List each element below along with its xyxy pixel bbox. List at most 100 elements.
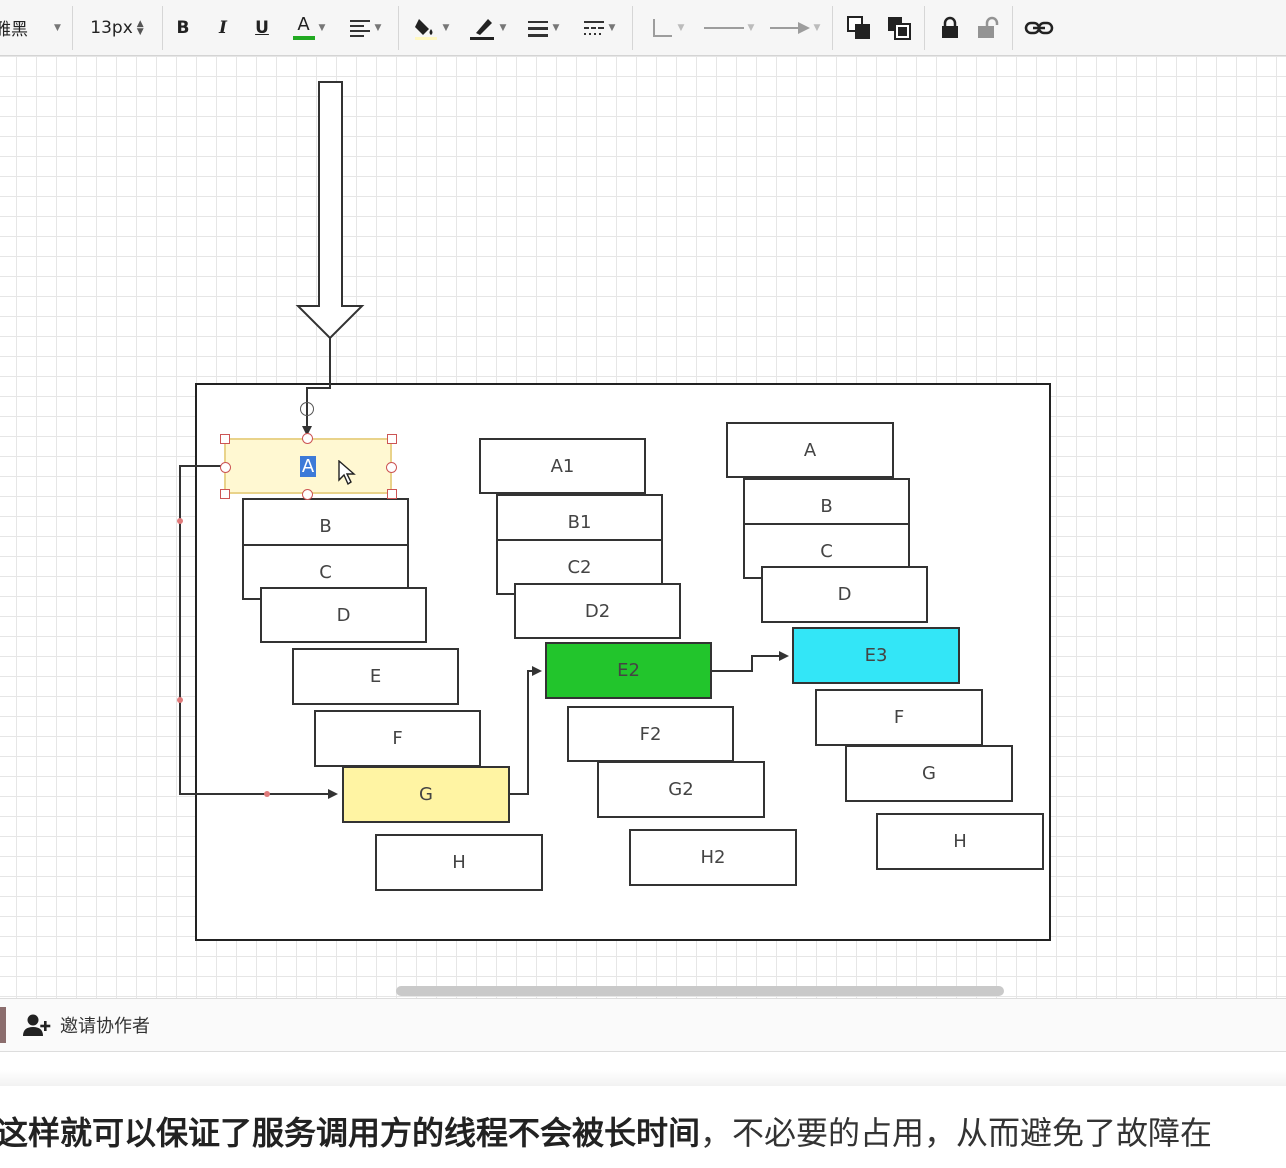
node-e3[interactable]: E3 [792,627,960,684]
node-a-col3[interactable]: A [726,422,894,478]
font-family-select[interactable]: 雅黑 ▼ [0,0,64,55]
dash-style-icon [583,20,604,35]
mouse-cursor-icon [338,460,356,486]
horizontal-scrollbar[interactable] [396,986,1004,996]
arrow-end-icon [769,21,810,34]
node-label: B [319,515,332,537]
send-back-icon [888,16,911,40]
chevron-down-icon: ▼ [318,22,326,33]
node-h-col3[interactable]: H [876,813,1044,870]
lock-icon [942,16,958,38]
chevron-down-icon: ▼ [442,22,450,33]
node-h[interactable]: H [375,834,543,891]
node-f[interactable]: F [314,710,481,767]
node-label: C2 [567,556,592,578]
node-g2[interactable]: G2 [597,761,765,818]
waypoint-handle [177,518,183,524]
node-f-col3[interactable]: F [815,689,983,746]
node-d2[interactable]: D2 [514,583,681,639]
resize-handle[interactable] [220,434,230,444]
bold-text: 这样就可以保证了服务调用方的线程不会被长时间 [0,1114,701,1152]
bold-button[interactable]: B [170,0,196,55]
invite-collaborator-button[interactable]: 邀请协作者 [22,1009,150,1041]
node-label: C [820,540,833,562]
resize-handle[interactable] [387,434,397,444]
node-label: A1 [550,455,575,477]
chevron-down-icon: ▼ [747,22,755,33]
link-button[interactable] [1022,0,1056,55]
node-label: H2 [700,847,726,868]
node-g[interactable]: G [342,766,510,823]
node-h2[interactable]: H2 [629,829,797,886]
node-label: B1 [567,511,592,533]
node-a1[interactable]: A1 [479,438,646,494]
line-end-button[interactable]: ▼ [766,0,824,55]
node-label: H [953,831,967,852]
invite-label: 邀请协作者 [60,1016,150,1037]
document-paragraph: 这样就可以保证了服务调用方的线程不会被长时间，不必要的占用，从而避免了故障在 [0,1108,1212,1154]
lock-button[interactable] [936,0,964,55]
node-label-editing[interactable]: A [299,455,317,477]
node-d-col3[interactable]: D [761,566,928,623]
italic-button[interactable]: I [210,0,236,55]
elbow-connector-icon [652,18,672,37]
chevron-down-icon: ▼ [552,22,560,33]
bring-to-front-button[interactable] [844,0,874,55]
stepper-arrows-icon[interactable]: ▲▼ [136,18,144,37]
font-size-stepper[interactable]: 13px ▲▼ [82,0,152,55]
node-g-col3[interactable]: G [845,745,1013,802]
underline-button[interactable]: U [249,0,275,55]
toolbar-divider [162,6,163,50]
fill-color-button[interactable]: ▼ [406,0,456,55]
clipped-text-line [0,1070,1286,1086]
node-label: G [419,784,433,805]
connector-e2-to-e3 [712,651,789,672]
connection-point[interactable] [302,489,313,500]
big-arrow-shape [295,81,365,340]
document-body[interactable] [0,1052,1286,1168]
normal-text: ，不必要的占用，从而避免了故障在 [700,1114,1213,1152]
unlock-icon [978,16,999,38]
pen-icon [469,18,494,40]
connection-point[interactable] [386,462,397,473]
connection-point[interactable] [220,462,231,473]
unlock-button[interactable] [974,0,1002,55]
align-button[interactable]: ▼ [342,0,388,55]
connection-point[interactable] [302,433,313,444]
align-left-icon [349,19,370,37]
node-label: A [803,439,817,461]
toolbar: 雅黑 ▼ 13px ▲▼ B I U A ▼ ▼ ▼ [0,0,1286,56]
node-d[interactable]: D [260,587,427,643]
node-a-selected[interactable]: A [224,438,392,494]
divider [0,998,1286,999]
send-to-back-button[interactable] [884,0,914,55]
node-label: F [893,707,905,728]
line-width-button[interactable]: ▼ [520,0,566,55]
toolbar-divider [832,6,833,50]
node-label: D [837,584,852,605]
waypoint-handle [264,791,270,797]
resize-handle[interactable] [220,489,230,499]
italic-label: I [219,17,227,38]
node-f2[interactable]: F2 [567,706,734,762]
node-label: E3 [864,645,888,666]
rotate-handle[interactable] [300,402,314,416]
line-color-button[interactable]: ▼ [462,0,512,55]
node-e2[interactable]: E2 [545,642,712,699]
toolbar-divider [72,6,73,50]
font-color-swatch [292,35,315,40]
font-color-button[interactable]: A ▼ [286,0,332,55]
chevron-down-icon: ▼ [813,22,821,33]
node-label: C [319,561,332,583]
line-style-button[interactable]: ▼ [576,0,622,55]
resize-handle[interactable] [387,489,397,499]
chevron-down-icon: ▼ [54,22,61,33]
connector-a-to-g [179,465,338,799]
font-color-label: A [297,13,310,35]
line-start-button[interactable]: ▼ [700,0,758,55]
connector-type-button[interactable]: ▼ [642,0,692,55]
node-label: E [369,666,382,687]
node-e[interactable]: E [292,648,459,705]
diagram-canvas[interactable]: B C D E F G H A A1 B1 C2 D2 E2 F2 G2 H2 … [0,56,1286,998]
chevron-down-icon: ▼ [374,22,382,33]
